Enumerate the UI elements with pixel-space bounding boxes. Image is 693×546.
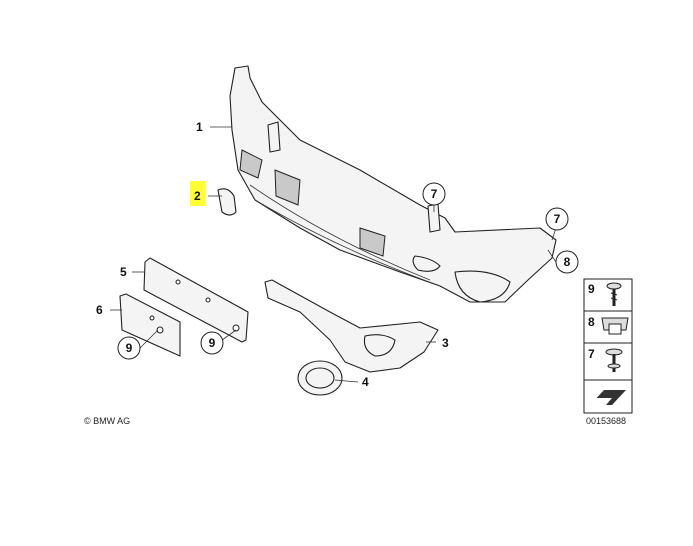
callout-7b: 7 [554, 212, 561, 226]
callout-3: 3 [442, 336, 449, 350]
copyright-text: © BMW AG [84, 416, 130, 426]
callout-7b-circle [545, 207, 569, 231]
part-5-license-plate-bracket [143, 257, 249, 343]
callout-9a: 9 [126, 341, 133, 355]
callout-2: 2 [194, 189, 201, 203]
callout-1: 1 [196, 120, 203, 134]
legend-label-9: 9 [588, 282, 595, 296]
bumper-trim-panel [229, 65, 557, 303]
callout-5: 5 [120, 265, 127, 279]
bolt-washer-icon [605, 348, 623, 372]
callout-7a: 7 [431, 187, 438, 201]
part-3-grille-trim [264, 279, 439, 373]
callout-8: 8 [564, 255, 571, 269]
legend-label-8: 8 [588, 315, 595, 329]
clip-nut-icon [601, 317, 629, 335]
part-6-bracket [119, 293, 181, 357]
arrow-icon [590, 390, 626, 405]
legend-label-7: 7 [588, 347, 595, 361]
callout-8-circle [555, 250, 579, 274]
part-2-cover-cap [217, 188, 237, 216]
callout-9a-circle [117, 336, 141, 360]
callout-2-highlight [190, 181, 205, 206]
callout-7a-circle [422, 182, 446, 206]
callout-6: 6 [96, 303, 103, 317]
diagram-number: 00153688 [586, 416, 626, 426]
screw-icon [606, 282, 622, 306]
callout-4: 4 [362, 375, 369, 389]
part-4-fog-lamp-ring [297, 360, 343, 396]
hardware-legend: 9 8 7 [583, 278, 633, 414]
callouts: 1 2 5 6 3 4 7 7 8 9 9 [96, 120, 579, 389]
callout-9b-circle [200, 331, 224, 355]
callout-9b: 9 [209, 336, 216, 350]
